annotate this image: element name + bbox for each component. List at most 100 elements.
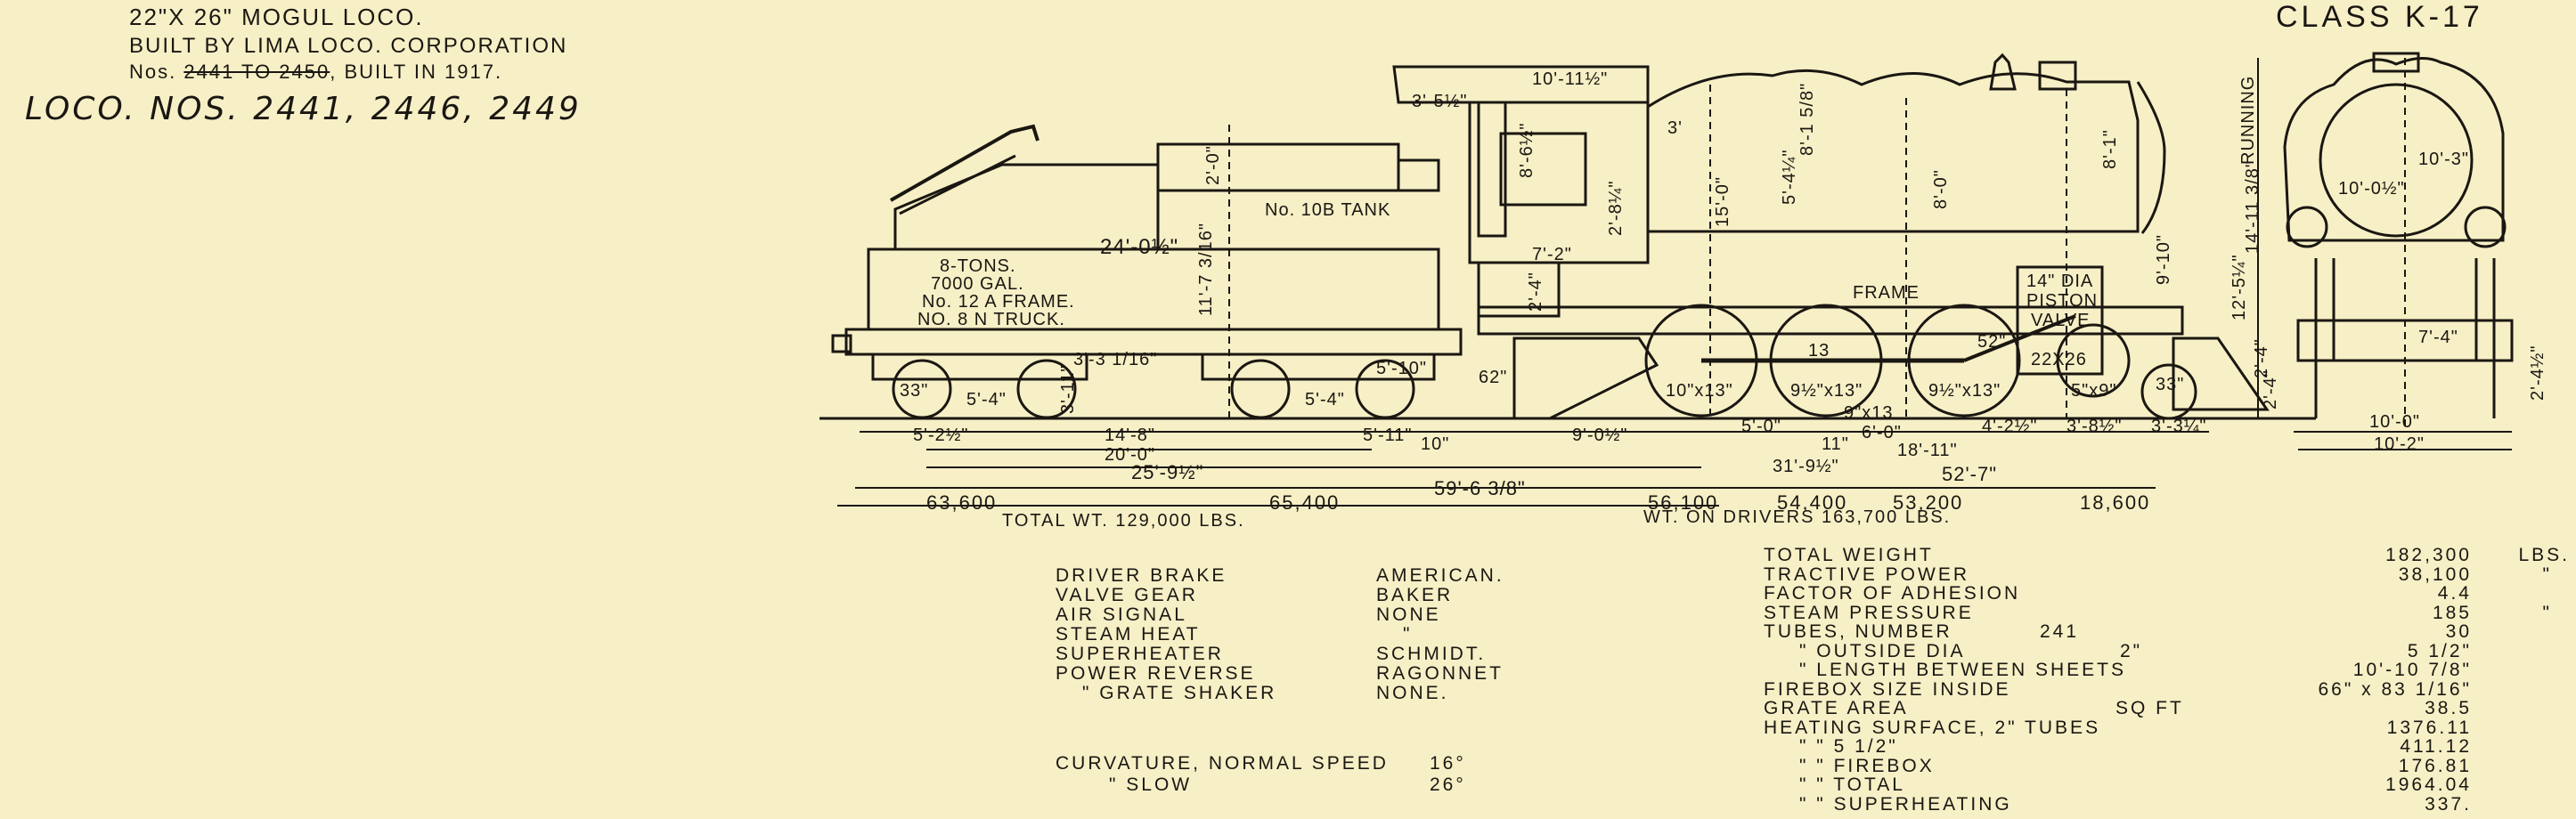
equipment-row: POWER REVERSE RAGONNET [1056,663,1537,684]
equipment-value: NONE [1376,604,1441,625]
dim-row2-c: 11" [1822,434,1849,454]
numbers-struck: 2441 TO 2450 [183,61,330,83]
class-label: CLASS K-17 [2276,0,2483,34]
dim-front-w2: 10'-2" [2374,434,2425,454]
spec-value: 38.5 [2425,698,2472,718]
dim-tender-frame: 3'-11" [1058,365,1078,414]
curvature-label: CURVATURE, NORMAL SPEED [1056,753,1389,774]
equipment-value: BAKER [1376,585,1454,605]
spec-label: " " SUPERHEATING [1799,793,2012,815]
valve-label-2: PISTON [2026,291,2098,311]
drawing-labels: No. 10B TANK 8-TONS. 7000 GAL. No. 12 A … [900,69,2547,499]
valve-label-3: VALVE [2031,311,2091,330]
spec-value: 4.4 [2437,583,2472,604]
dim-row2-a: 20'-0" [1105,445,1155,465]
axle-weight-5: 53,200 [1893,491,1964,514]
spec-label: " OUTSIDE DIA [1799,640,1966,661]
dim-row3-b: 31'-9½" [1773,457,1839,476]
cylinder-label: 22X26 [2031,350,2087,369]
equipment-value: " [1403,624,1413,645]
dim-cab-window: 8'-6½" [1517,122,1537,178]
dim-tender-height: 24'-0½" [1100,235,1178,259]
front-view-headlight-right [2464,206,2507,248]
pilot [2172,337,2270,411]
numbers-line: Nos. 2441 TO 2450, BUILT IN 1917. [129,61,502,84]
dim-front-12: 12'-5¼" [2230,254,2249,320]
weight-on-drivers: WT. ON DRIVERS 163,700 LBS. [1643,507,1952,527]
spec-value: 38,100 [2398,564,2472,585]
boiler [1646,69,2140,233]
spec-value: 1964.04 [2385,774,2472,795]
spec-label: FIREBOX SIZE INSIDE [1764,678,2011,700]
axle-weight-3: 56,100 [1648,491,1719,514]
spec-value: 1376.11 [2386,717,2472,738]
dim-tender-coal: 2'-0" [1203,145,1223,185]
dim-boiler-3: 3' [1667,118,1683,138]
equipment-row: AIR SIGNAL NONE [1056,604,1537,625]
smokestack [2038,61,2077,91]
spec-label: " " FIREBOX [1799,755,1935,776]
main-rod [1963,314,2076,362]
equipment-label: AIR SIGNAL [1056,604,1187,625]
tender-gallons-label: 7000 GAL. [931,274,1024,294]
front-view-lower-frame [2314,258,2496,418]
dim-row1-b: 14'-8" [1105,426,1155,445]
dim-boiler-15: 15'-0" [1713,176,1732,227]
dim-front-side: 2'-4½" [2528,345,2547,401]
equipment-value: SCHMIDT. [1376,644,1487,664]
dim-row3-a: 25'-9½" [1131,461,1203,483]
dim-row2-b: 18'-11" [1897,441,1958,460]
curvature-value: 26° [1430,774,1466,795]
dim-cab-side: 3'-5½" [1412,92,1468,111]
dim-row1-g: 6'-0" [1862,423,1902,442]
wheel-d1: 10"x13" [1666,381,1733,401]
spec-label: TOTAL WEIGHT [1764,545,1934,565]
dim-running: RUNNING [2238,76,2258,165]
tender-tank-label: No. 10B TANK [1265,200,1390,220]
spec-label: TRACTIVE POWER [1764,564,1970,585]
dim-cab-24: 2'-4" [1526,272,1545,312]
dim-tender-3: 3'-3 1/16" [1073,350,1157,369]
spec-row: " " TOTAL 1964.04 [1764,774,2570,795]
tender-wheel-2 [1016,359,1077,419]
wheel-d3: 9½"x13" [1928,381,2001,401]
front-view-outline [2283,57,2505,242]
spec-label: " " 5 1/2" [1799,736,1898,757]
dim-front-w1: 10'-0" [2369,412,2420,432]
equipment-label: DRIVER BRAKE [1056,565,1227,586]
drawing-title: 22"X 26" MOGUL LOCO. [129,4,424,30]
valve-label-1: 14" DIA [2026,272,2093,291]
tender-wheel-4 [1355,359,1415,419]
spec-unit: " [2542,564,2552,585]
dim-front-100: 10'-0½" [2338,179,2405,199]
spec-value: 185 [2432,602,2472,623]
dim-front-14: 14'-11 3/8" [2243,160,2262,254]
equipment-label: " GRATE SHAKER [1082,683,1277,703]
equipment-label: POWER REVERSE [1056,663,1256,684]
tender-wheel-1 [892,359,952,419]
spec-mid: 2" [2120,640,2143,661]
wheel-tender-c: 5'-4" [1305,390,1345,410]
equipment-value: RAGONNET [1376,663,1504,684]
spec-label: HEATING SURFACE, 2" TUBES [1764,717,2101,738]
spec-mid: 241 [2040,621,2080,642]
wheel-d2: 9½"x13" [1790,381,1863,401]
dim-row1-a: 5'-2½" [913,426,969,445]
engine [1392,53,2270,420]
wheel-tender-a: 33" [900,381,928,401]
dim-row1-d: 10" [1421,434,1449,454]
tender-total-weight: TOTAL WT. 129,000 LBS. [1002,511,1245,531]
equipment-label: STEAM HEAT [1056,624,1201,645]
spec-label: " " TOTAL [1799,774,1905,795]
equipment-value: NONE. [1376,683,1449,703]
lead-truck-wheel [2140,363,2197,420]
whistle [1989,53,2017,91]
